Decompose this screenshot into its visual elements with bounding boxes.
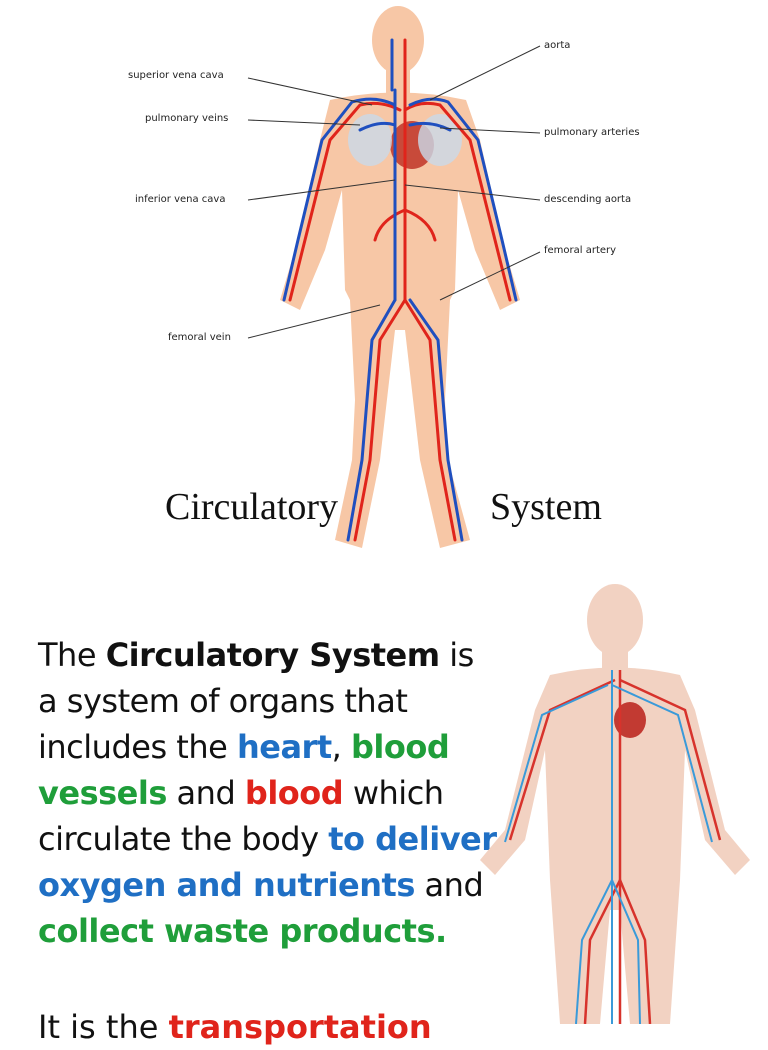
label-aorta: aorta	[544, 40, 571, 51]
text-and: and	[166, 774, 245, 812]
description-paragraph: The Circulatory System is a system of or…	[38, 632, 498, 954]
term-blood: blood	[244, 774, 344, 812]
term-heart: heart	[236, 728, 332, 766]
term-deliver: to deliver oxygen and nutrients	[38, 820, 497, 904]
label-femoral-vein: femoral vein	[168, 332, 231, 343]
second-paragraph: It is the transportation	[38, 1004, 432, 1050]
text-intro: is a system of organs that includes the	[38, 636, 474, 766]
text-the: The	[38, 636, 106, 674]
text-it-is-the: It is the	[38, 1008, 169, 1046]
text-and-2: and	[414, 866, 484, 904]
term-collect: collect waste products.	[38, 912, 447, 950]
body-illustration	[480, 584, 750, 1025]
term-circulatory-system: Circulatory System	[105, 636, 440, 674]
label-pulmonary-arteries: pulmonary arteries	[544, 127, 640, 138]
label-inferior-vena-cava: inferior vena cava	[135, 194, 226, 205]
term-blood-vessels: blood vessels	[38, 728, 450, 812]
caption-circulatory: Circulatory	[165, 486, 339, 528]
body-figure	[247, 6, 541, 548]
text-comma: ,	[331, 728, 351, 766]
label-pulmonary-veins: pulmonary veins	[145, 113, 229, 124]
text-circulate: which circulate the body	[38, 774, 444, 858]
term-transportation: transportation	[168, 1008, 432, 1046]
circulatory-diagram: aorta superior vena cava pulmonary veins…	[128, 6, 640, 548]
heart-icon-2	[614, 702, 646, 738]
caption-system: System	[490, 486, 602, 528]
anatomy-figure	[480, 580, 768, 1025]
label-femoral-artery: femoral artery	[544, 245, 617, 256]
label-descending-aorta: descending aorta	[544, 194, 632, 205]
label-superior-vena-cava: superior vena cava	[128, 70, 224, 81]
